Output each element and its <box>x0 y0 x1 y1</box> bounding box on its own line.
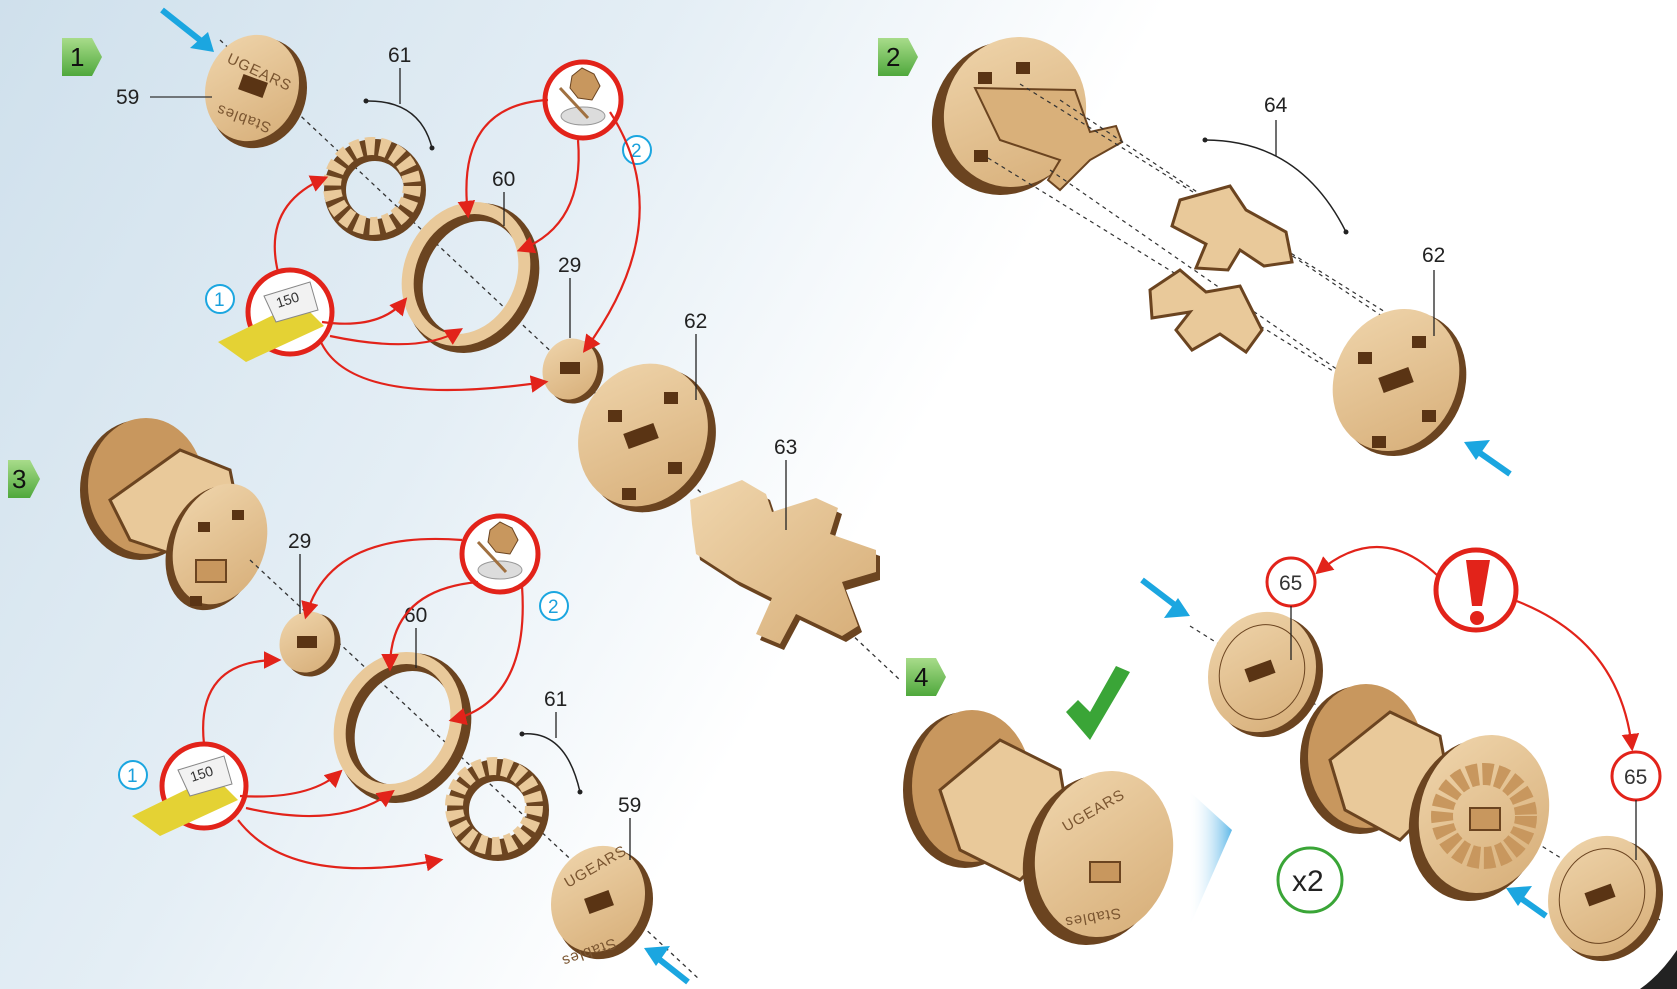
step-1-badge: 1 <box>62 38 102 76</box>
label-64: 64 <box>1264 94 1288 117</box>
part-65-disc-right <box>1548 835 1663 962</box>
part-65-disc-left <box>1208 611 1323 738</box>
glue-pot-icon <box>459 513 541 595</box>
finished-spool: UGEARS Stables <box>903 710 1174 946</box>
sandpaper-icon: 150 <box>132 741 249 836</box>
blue-arrow-icon <box>1464 440 1512 477</box>
part-60-ring <box>401 201 540 354</box>
assembled-spool-step3 <box>80 418 268 611</box>
svg-text:1: 1 <box>214 290 225 311</box>
warning-arrows <box>1315 545 1640 752</box>
bracket-64 <box>1204 139 1347 233</box>
sandpaper-grit-b: 150 <box>188 762 215 785</box>
label-29-top: 29 <box>558 254 581 277</box>
sub-marker-1-top: 1 <box>205 284 235 314</box>
label-59-b: 59 <box>618 794 641 817</box>
label-65-left: 65 <box>1279 572 1302 595</box>
label-62-mid: 62 <box>684 310 707 333</box>
label-61-top: 61 <box>388 44 411 67</box>
part-29-small-disc-b <box>279 611 341 677</box>
step-3-badge: 3 <box>8 460 40 498</box>
sub-marker-2-top: 2 <box>622 135 652 165</box>
multiplier-text: x2 <box>1292 865 1324 898</box>
label-29-b: 29 <box>288 530 311 553</box>
svg-text:2: 2 <box>631 141 642 162</box>
sandpaper-icon: 150 <box>218 267 335 362</box>
blue-arrow-icon <box>644 946 690 985</box>
label-59-top: 59 <box>116 86 139 109</box>
spool-with-beads <box>1300 684 1550 902</box>
part-62-assembled-top <box>931 37 1124 195</box>
step-4-number: 4 <box>914 662 928 692</box>
svg-text:1: 1 <box>127 766 138 787</box>
blue-arrow-icon <box>160 7 214 52</box>
step-1-number: 1 <box>70 42 84 72</box>
part-62-disc <box>578 363 716 513</box>
blue-arrow-icon <box>1506 886 1548 919</box>
label-62-right: 62 <box>1422 244 1445 267</box>
part-64-cross-pieces <box>1148 184 1294 355</box>
part-61-ring-beads-b <box>445 757 549 861</box>
multiplier-badge: x2 <box>1276 846 1344 914</box>
label-65-right: 65 <box>1624 766 1647 789</box>
glue-arrows-3 <box>301 537 524 726</box>
label-65-right-badge: 65 <box>1610 750 1662 802</box>
warning-icon <box>1433 547 1519 633</box>
part-61-ring-beads <box>323 137 426 241</box>
part-29-small-disc <box>542 338 604 404</box>
sub-marker-1-b: 1 <box>118 760 148 790</box>
svg-text:2: 2 <box>548 597 559 618</box>
bracket-61-b <box>521 733 581 793</box>
sub-marker-2-b: 2 <box>539 591 569 621</box>
step-4-badge: 4 <box>906 658 946 696</box>
part-63-cross-plate <box>690 480 880 650</box>
glue-arrows-1 <box>457 98 641 353</box>
chevron-icon <box>1188 790 1232 930</box>
part-59-disc: UGEARS Stables <box>204 34 308 149</box>
glue-pot-icon <box>542 59 624 141</box>
check-icon <box>1066 666 1130 740</box>
label-63: 63 <box>774 436 797 459</box>
sanding-arrows-3 <box>202 651 444 872</box>
label-61-b: 61 <box>544 688 567 711</box>
blue-arrow-icon <box>1140 577 1190 618</box>
sanding-arrows-1 <box>273 175 549 393</box>
bracket-61-top <box>365 100 433 149</box>
sandpaper-grit: 150 <box>274 288 301 311</box>
page-corner <box>1640 950 1677 989</box>
step-3-number: 3 <box>12 464 26 494</box>
part-62-disc-right <box>1332 308 1467 457</box>
step-2-badge: 2 <box>878 38 918 76</box>
label-65-left-badge: 65 <box>1265 556 1317 608</box>
label-60-b: 60 <box>404 604 427 627</box>
part-60-ring-b <box>333 651 472 804</box>
label-60-top: 60 <box>492 168 515 191</box>
step-2-number: 2 <box>886 42 900 72</box>
